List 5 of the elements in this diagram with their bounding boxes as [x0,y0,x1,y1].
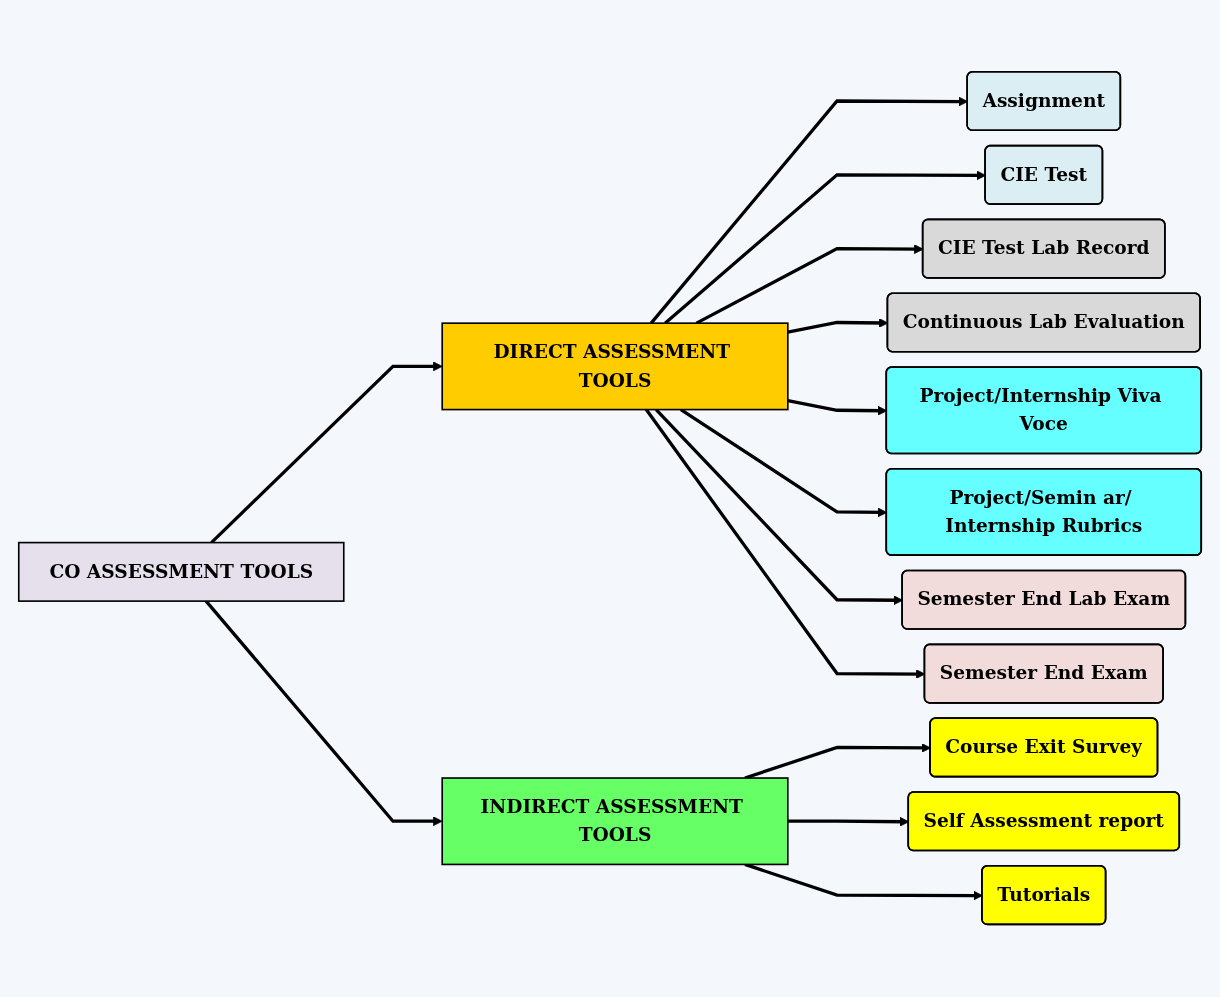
node-box: INDIRECT ASSESSMENT TOOLS [441,777,789,866]
node-box: DIRECT ASSESSMENT TOOLS [441,322,789,411]
arrow [210,362,443,545]
node-box: CO ASSESSMENT TOOLS [17,542,345,603]
arrow [204,600,443,827]
